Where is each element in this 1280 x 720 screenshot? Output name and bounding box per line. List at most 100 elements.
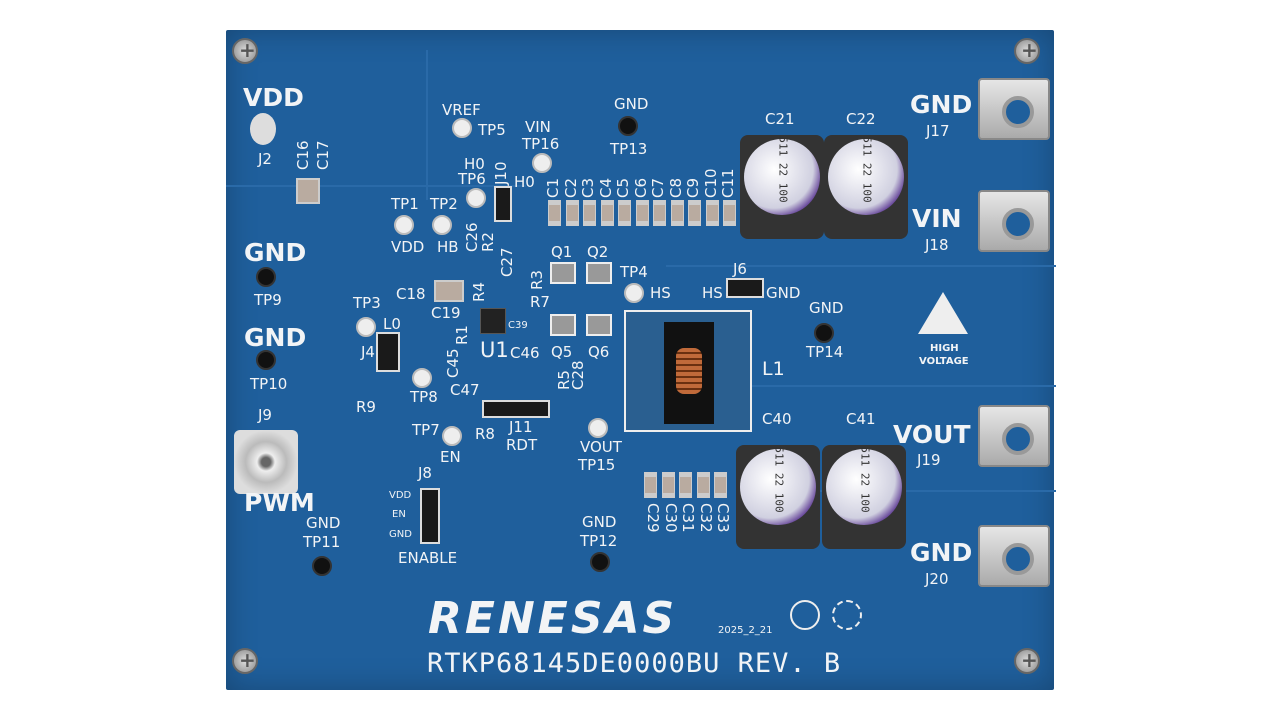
label: C22	[846, 110, 876, 128]
label: GND	[766, 284, 801, 302]
label: C28	[569, 360, 587, 390]
label: GND	[910, 538, 973, 567]
label: VDD	[243, 83, 304, 112]
label: L1	[762, 358, 785, 380]
label: C8	[666, 177, 685, 198]
label: TP3	[353, 294, 381, 312]
label: C45	[444, 348, 462, 378]
test-point[interactable]	[466, 188, 486, 208]
label: C9	[684, 177, 702, 198]
label: TP14	[806, 343, 844, 361]
high-voltage-icon	[918, 292, 968, 334]
screw-icon	[1014, 648, 1040, 674]
capacitor-c21: 511 22 100	[740, 135, 824, 239]
label: C40	[762, 410, 792, 428]
label: EN	[392, 509, 406, 520]
test-point[interactable]	[432, 215, 452, 235]
test-point[interactable]	[356, 317, 376, 337]
label: TP16	[522, 135, 560, 153]
label: H0	[514, 173, 535, 191]
label: C5	[614, 177, 632, 198]
label: J2	[258, 150, 272, 168]
jumper-j10[interactable]	[494, 186, 512, 222]
label: C7	[649, 177, 667, 198]
label: GND	[910, 90, 973, 119]
label: VDD	[389, 490, 412, 501]
label: J20	[925, 570, 949, 588]
label: J18	[925, 236, 949, 254]
label: C2	[561, 177, 580, 198]
label: U1	[480, 338, 509, 362]
test-point[interactable]	[624, 283, 644, 303]
label: J19	[917, 451, 941, 469]
jumper-j8[interactable]	[420, 488, 440, 544]
label: TP5	[478, 121, 506, 139]
post-j2	[250, 113, 276, 145]
label: TP13	[610, 140, 648, 158]
label: R9	[356, 398, 376, 416]
label: VOUT	[580, 438, 622, 456]
label: TP1	[391, 195, 419, 213]
label: C31	[679, 503, 697, 533]
label: R3	[528, 270, 546, 290]
test-point[interactable]	[618, 116, 638, 136]
test-point[interactable]	[442, 426, 462, 446]
mosfet-q2	[586, 262, 612, 284]
label: J4	[361, 343, 375, 361]
capacitor-c30	[661, 472, 675, 498]
label: C1	[544, 177, 562, 198]
jumper-j4[interactable]	[376, 332, 400, 372]
jumper-j11[interactable]	[482, 400, 550, 418]
capacitor-c5	[618, 200, 631, 226]
test-point[interactable]	[590, 552, 610, 572]
inductor-l1	[624, 310, 752, 432]
label: HS	[650, 284, 671, 302]
label: TP6	[458, 170, 486, 188]
label: HB	[437, 238, 459, 256]
test-point[interactable]	[256, 350, 276, 370]
pb-free-icon	[790, 600, 820, 630]
renesas-logo: RENESAS	[428, 593, 678, 644]
test-point[interactable]	[814, 323, 834, 343]
test-point[interactable]	[452, 118, 472, 138]
test-point[interactable]	[312, 556, 332, 576]
label: C39	[508, 320, 528, 331]
label: C16	[294, 140, 312, 170]
capacitor-c31	[679, 472, 692, 498]
sma-connector-j9	[234, 430, 298, 494]
terminal-j19	[978, 405, 1050, 467]
label: VDD	[391, 238, 425, 256]
label: GND	[614, 95, 649, 113]
label: VOUT	[893, 420, 971, 449]
screw-icon	[232, 38, 258, 64]
label: PWM	[244, 488, 315, 517]
label: R2	[479, 232, 497, 252]
label: C46	[510, 344, 540, 362]
label: C29	[644, 503, 662, 533]
label: C21	[765, 110, 795, 128]
label: C11	[719, 168, 737, 198]
capacitor-c33	[714, 472, 727, 498]
label: GND	[582, 513, 617, 531]
test-point[interactable]	[532, 153, 552, 173]
test-point[interactable]	[394, 215, 414, 235]
label: C30	[661, 503, 680, 533]
screw-icon	[1014, 38, 1040, 64]
jumper-j6[interactable]	[726, 278, 764, 298]
capacitor-c3	[583, 200, 596, 226]
label: TP10	[250, 375, 288, 393]
label: Q5	[551, 343, 573, 361]
label: C17	[314, 140, 332, 170]
test-point[interactable]	[412, 368, 432, 388]
test-point[interactable]	[588, 418, 608, 438]
label: EN	[440, 448, 461, 466]
capacitor-c29	[644, 472, 657, 498]
label: C41	[846, 410, 876, 428]
label: TP4	[620, 263, 648, 281]
label: ENABLE	[398, 549, 458, 567]
label: C3	[579, 177, 597, 198]
capacitor-c18	[434, 280, 464, 302]
label: VIN	[525, 118, 551, 136]
test-point[interactable]	[256, 267, 276, 287]
label: TP9	[254, 291, 282, 309]
